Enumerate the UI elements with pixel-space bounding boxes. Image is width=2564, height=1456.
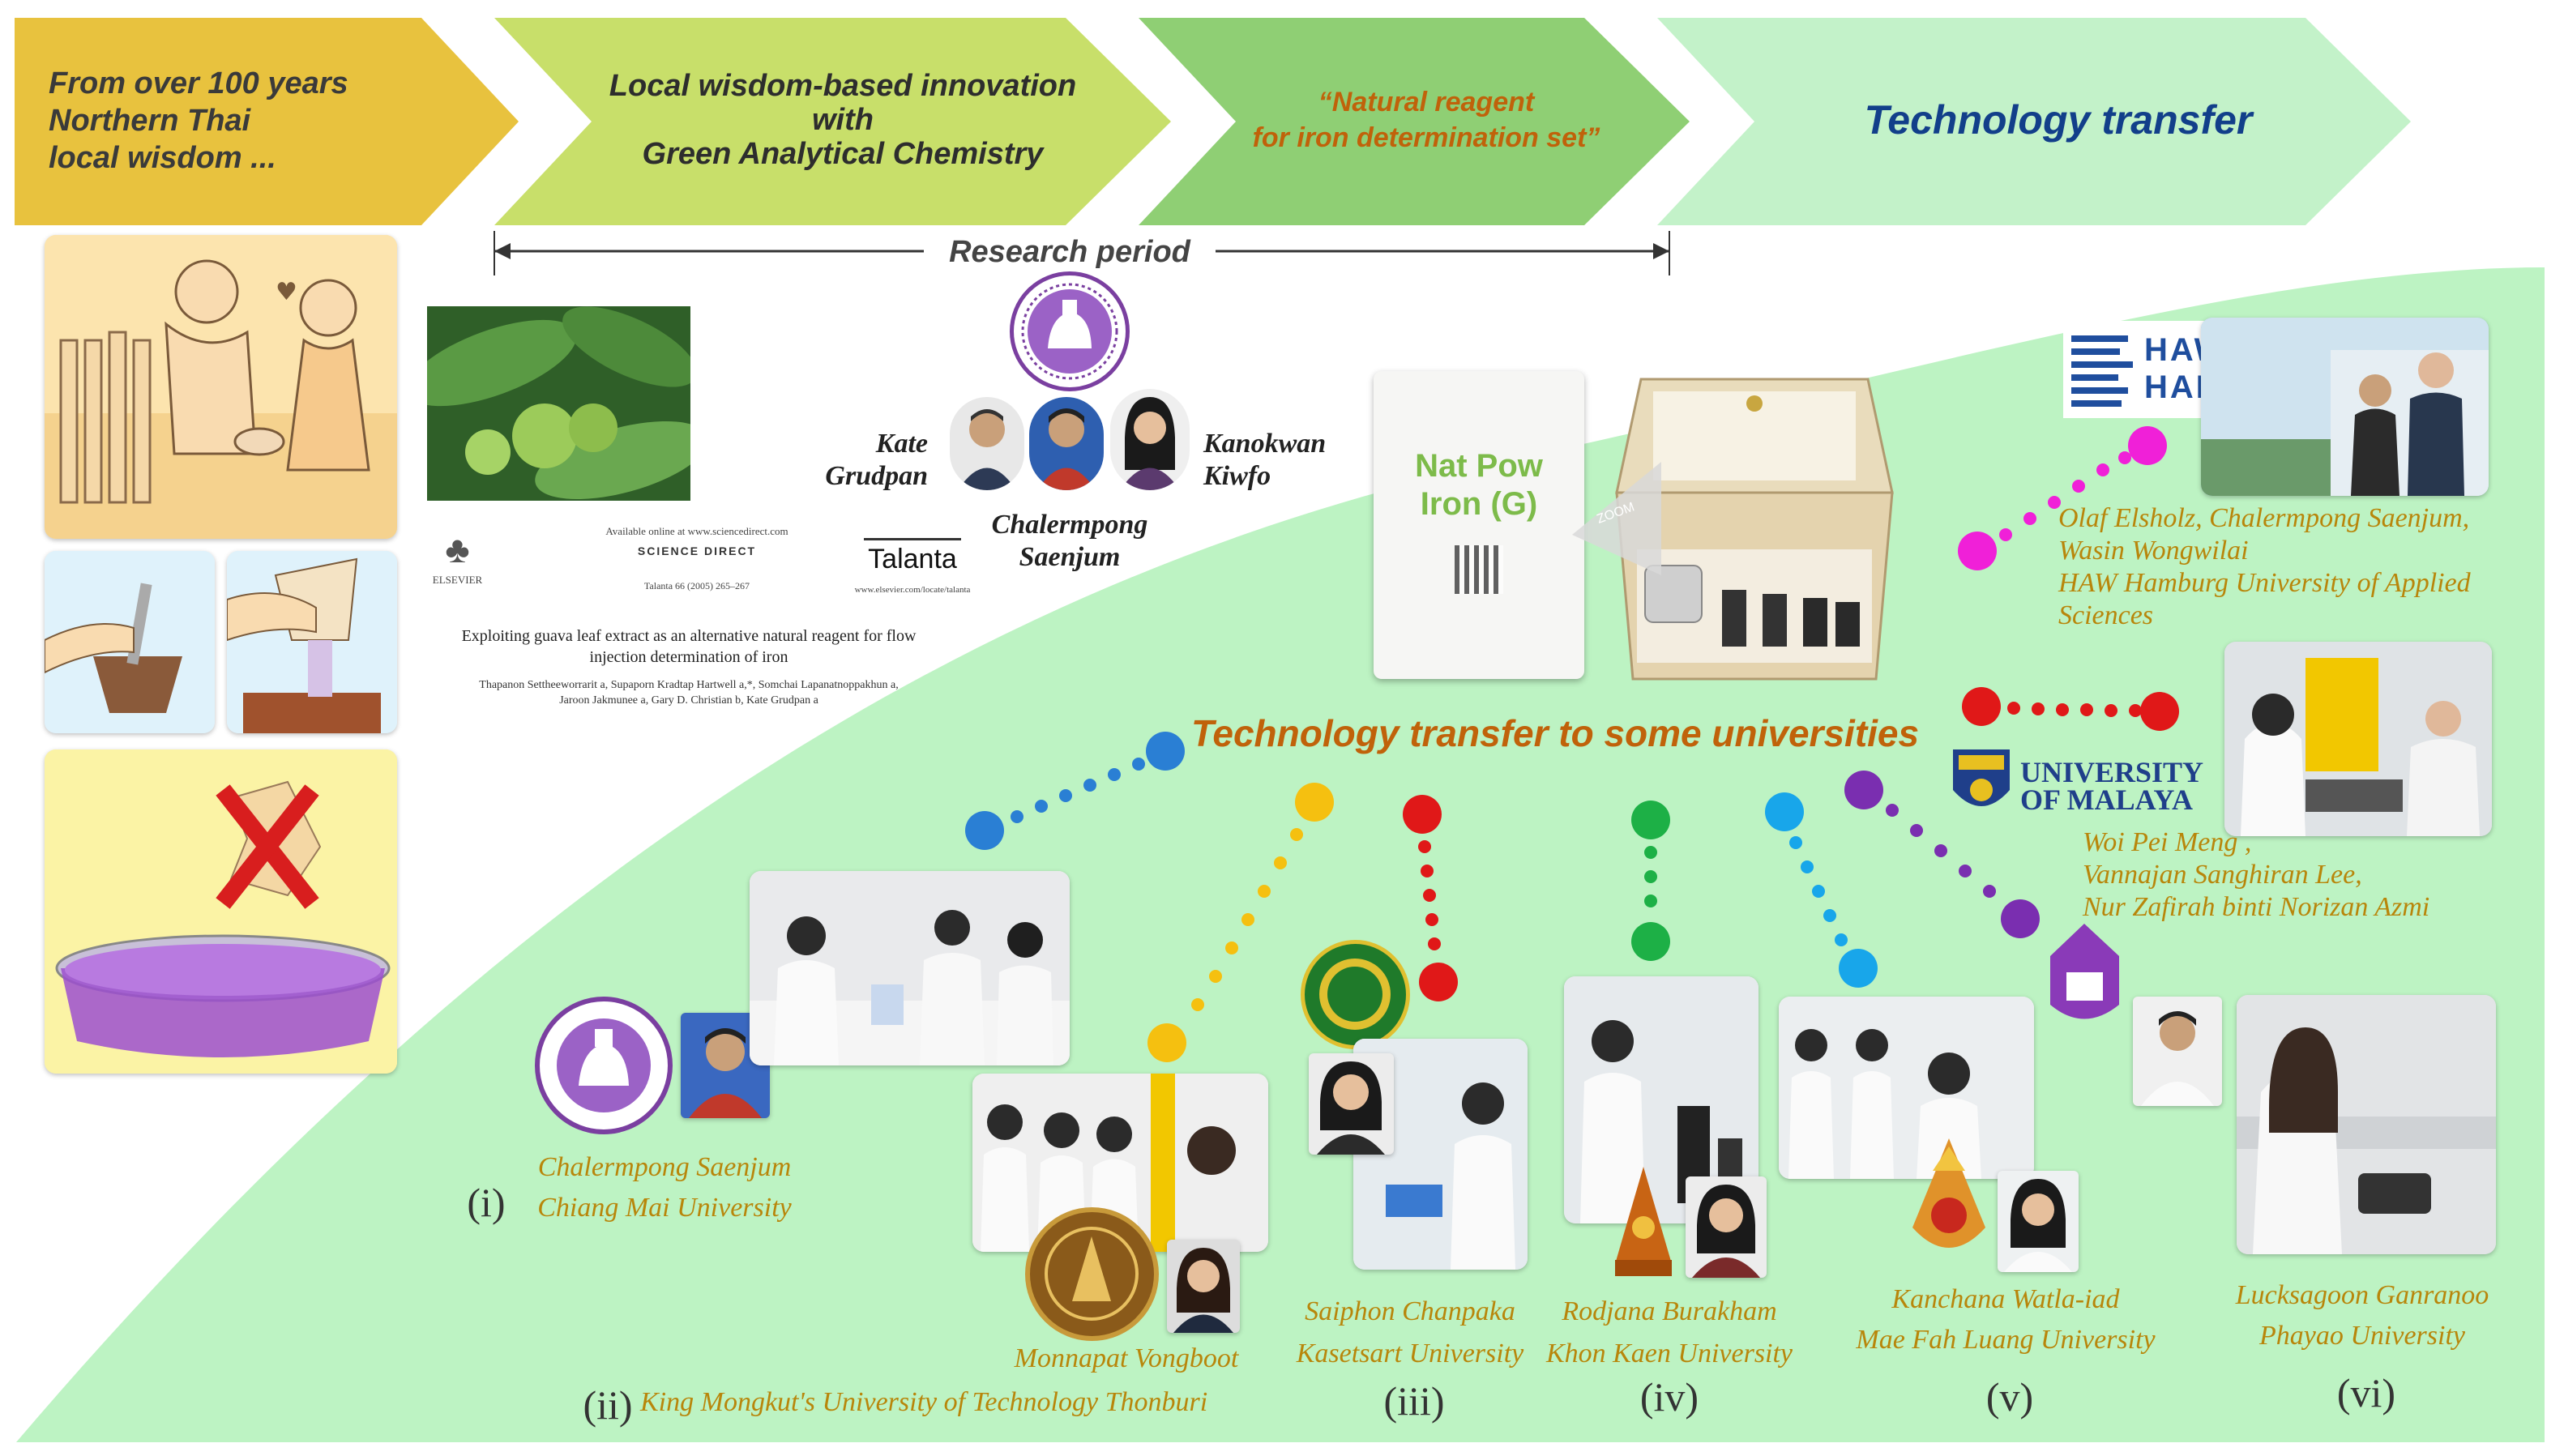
malaya-logo: UNIVERSITY OF MALAYA <box>1949 745 2216 835</box>
uni-1-person: Chalermpong Saenjum <box>537 1152 792 1182</box>
elsevier-logo: ♣ ELSEVIER <box>427 525 488 587</box>
banner-arrows <box>15 18 2411 225</box>
haw-hamburg-people: Olaf Elsholz, Chalermpong Saenjum, Wasin… <box>2058 503 2471 630</box>
paper-authors: Thapanon Settheeworrarit a, Supaporn Kra… <box>479 679 899 707</box>
khonkaen-emblem <box>1611 1167 1676 1280</box>
researcher-kanokwan-kiwfo: Kanokwan Kiwfo <box>1203 429 1327 491</box>
banner-4-text: Technology transfer <box>1864 97 2253 143</box>
cmu-seal-top <box>1010 271 1130 391</box>
portrait-phayao <box>2133 997 2222 1106</box>
uni-5-university: Mae Fah Luang University <box>1856 1325 2156 1355</box>
uni-6-person: Lucksagoon Ganranoo <box>2235 1280 2489 1310</box>
kasetsart-seal <box>1301 940 1410 1049</box>
portrait-kate-grudpan <box>950 397 1024 490</box>
researcher-kate-grudpan: Kate Grudpan <box>825 429 928 491</box>
malaya-logo-line1: UNIVERSITY <box>2020 756 2204 788</box>
transfer-heading: Technology transfer to some universities <box>1191 712 1920 754</box>
portrait-kmutt <box>1167 1240 1240 1333</box>
zoom-callout <box>1572 462 1661 575</box>
portrait-kanokwan-kiwfo <box>1110 389 1190 490</box>
uni-1-university: Chiang Mai University <box>537 1193 792 1223</box>
phayao-emblem <box>2046 924 2123 1029</box>
portrait-chalermpong-saenjum <box>1029 397 1104 490</box>
illustration-purple-bowl <box>45 749 397 1074</box>
uni-1-numeral: (i) <box>467 1180 506 1225</box>
uni-2-numeral: (ii) <box>583 1382 633 1428</box>
kit-packet: Nat Pow Iron (G) <box>1374 371 1584 679</box>
uni-3-person: Saiphon Chanpaka <box>1305 1296 1515 1326</box>
uni-5-numeral: (v) <box>1985 1374 2034 1420</box>
uni-2-university: King Mongkut's University of Technology … <box>640 1387 1208 1417</box>
banner-3-text: “Natural reagent for iron determination … <box>1252 87 1600 153</box>
uni-3-university: Kasetsart University <box>1296 1339 1524 1368</box>
paper-title: Exploiting guava leaf extract as an alte… <box>461 627 917 666</box>
portrait-maefahluang <box>1998 1171 2079 1272</box>
lab-photo-cmu <box>750 871 1070 1065</box>
kit-qr-code <box>1455 545 1503 594</box>
uni-6-numeral: (vi) <box>2336 1370 2396 1415</box>
uni-6-university: Phayao University <box>2259 1321 2465 1351</box>
haw-hamburg-photo <box>2201 318 2489 496</box>
kit-label-line2: Iron (G) <box>1420 486 1538 522</box>
uni-4-person: Rodjana Burakham <box>1562 1296 1777 1326</box>
illustration-mortar <box>45 551 215 733</box>
kit-label-line1: Nat Pow <box>1415 448 1543 484</box>
kmutt-seal <box>1025 1207 1159 1341</box>
talanta-logo: Talanta <box>864 538 961 575</box>
lab-photo-phayao <box>2237 995 2496 1254</box>
researcher-chalermpong-saenjum: Chalermpong Saenjum <box>991 510 1148 572</box>
uni-5-person: Kanchana Watla-iad <box>1891 1284 2120 1314</box>
elsevier-label: ELSEVIER <box>432 574 483 586</box>
uni-2-person: Monnapat Vongboot <box>1014 1343 1239 1373</box>
svg-text:♥: ♥ <box>276 278 297 306</box>
malaya-logo-line2: OF MALAYA <box>2020 784 2194 816</box>
paper-journal-url: www.elsevier.com/locate/talanta <box>854 585 971 595</box>
banner-1-text: From over 100 years Northern Thai local … <box>49 66 348 175</box>
illustration-squeeze <box>227 551 397 733</box>
malaya-people: Woi Pei Meng , Vannajan Sanghiran Lee, N… <box>2083 827 2430 922</box>
lab-photo-maefahluang <box>1779 997 2034 1179</box>
paper-available-online: Available online at www.sciencedirect.co… <box>605 525 788 537</box>
guava-photo <box>427 306 690 501</box>
paper-journal-ref: Talanta 66 (2005) 265–267 <box>643 580 750 591</box>
illustration-elders: ♥ <box>45 235 397 539</box>
malaya-photo <box>2224 642 2492 836</box>
portrait-kasetsart <box>1309 1053 1394 1155</box>
cmu-seal-bottom <box>535 997 673 1134</box>
uni-4-numeral: (iv) <box>1639 1374 1699 1420</box>
uni-3-numeral: (iii) <box>1383 1378 1445 1424</box>
uni-4-university: Khon Kaen University <box>1545 1339 1793 1368</box>
portrait-khonkaen <box>1686 1176 1767 1278</box>
banner-2-text: Local wisdom-based innovation with Green… <box>609 69 1077 171</box>
research-period-label: Research period <box>924 235 1216 270</box>
maefahluang-emblem <box>1908 1138 1989 1268</box>
sciencedirect-logo: SCIENCE DIRECT <box>637 544 757 557</box>
kit-box <box>1609 363 1900 687</box>
